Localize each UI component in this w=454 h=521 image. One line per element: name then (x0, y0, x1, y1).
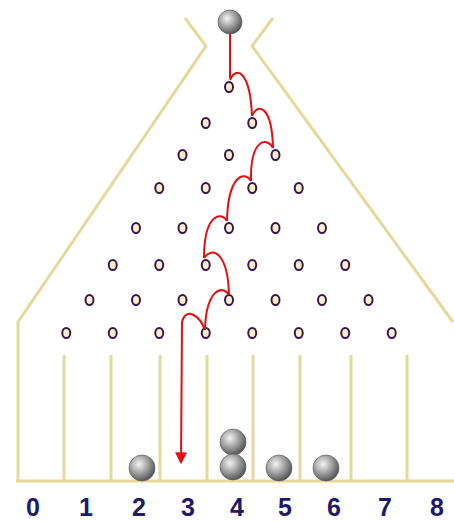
bin-number: 2 (132, 495, 146, 520)
ball-path (181, 34, 273, 462)
peg (179, 295, 187, 305)
bin-number: 7 (378, 495, 392, 520)
bin-number: 8 (430, 495, 444, 520)
peg (109, 260, 117, 270)
peg (388, 328, 396, 338)
peg (132, 223, 140, 233)
peg (132, 295, 140, 305)
peg (295, 183, 303, 193)
peg (109, 328, 117, 338)
peg (155, 183, 163, 193)
peg (202, 118, 210, 128)
peg (272, 150, 280, 160)
peg (225, 150, 233, 160)
peg (272, 223, 280, 233)
peg (318, 295, 326, 305)
peg (62, 328, 70, 338)
peg (202, 183, 210, 193)
peg (295, 328, 303, 338)
bin-number: 1 (79, 495, 93, 520)
bin-number: 3 (181, 495, 195, 520)
peg (248, 328, 256, 338)
peg (202, 260, 210, 270)
bin-number: 6 (327, 495, 341, 520)
peg (248, 183, 256, 193)
peg (155, 260, 163, 270)
peg-grid (62, 82, 396, 338)
peg (365, 295, 373, 305)
peg (225, 295, 233, 305)
peg (341, 260, 349, 270)
peg (341, 328, 349, 338)
peg (248, 260, 256, 270)
peg (318, 223, 326, 233)
balls (129, 10, 339, 481)
peg (225, 223, 233, 233)
board-frame (16, 18, 454, 482)
peg (295, 260, 303, 270)
peg (86, 295, 94, 305)
bin-number: 4 (230, 495, 244, 520)
peg (248, 118, 256, 128)
bin-number: 5 (278, 495, 292, 520)
peg (155, 328, 163, 338)
peg (179, 150, 187, 160)
peg (272, 295, 280, 305)
peg (225, 82, 233, 92)
bin-number: 0 (26, 495, 40, 520)
peg (179, 223, 187, 233)
